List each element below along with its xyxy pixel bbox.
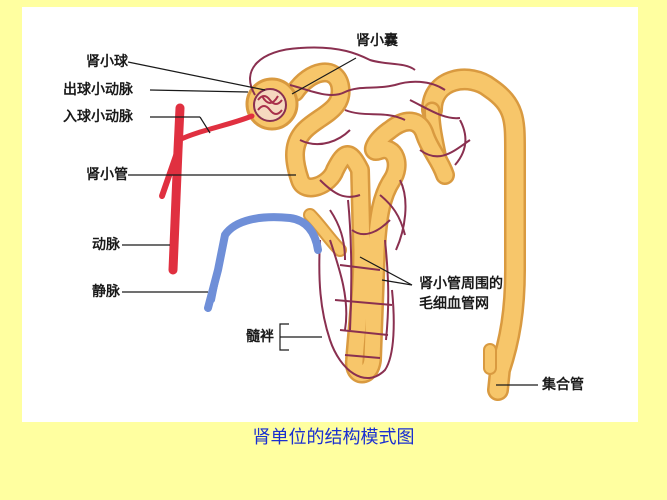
label-afferent-arteriole: 入球小动脉 bbox=[63, 109, 133, 125]
vein bbox=[204, 213, 322, 312]
label-loop-of-henle: 髓袢 bbox=[246, 329, 274, 345]
label-artery: 动脉 bbox=[92, 237, 120, 253]
label-peritubular-line2: 毛细血管网 bbox=[419, 296, 489, 312]
leader-lines bbox=[122, 57, 538, 386]
artery bbox=[159, 103, 255, 275]
label-renal-tubule: 肾小管 bbox=[86, 167, 128, 183]
label-bowman-capsule: 肾小囊 bbox=[356, 33, 398, 49]
caption: 肾单位的结构模式图 bbox=[252, 427, 415, 448]
label-efferent-arteriole: 出球小动脉 bbox=[63, 82, 133, 98]
collecting-duct bbox=[421, 68, 526, 401]
label-peritubular-line1: 肾小管周围的 bbox=[419, 276, 503, 292]
label-vein: 静脉 bbox=[92, 284, 120, 300]
label-collecting-duct: 集合管 bbox=[542, 377, 584, 393]
glomerulus bbox=[253, 88, 287, 122]
peritubular-capillaries bbox=[249, 46, 471, 380]
renal-corpuscle bbox=[245, 77, 299, 131]
label-glomerulus: 肾小球 bbox=[86, 54, 128, 70]
renal-tubule bbox=[285, 62, 455, 384]
